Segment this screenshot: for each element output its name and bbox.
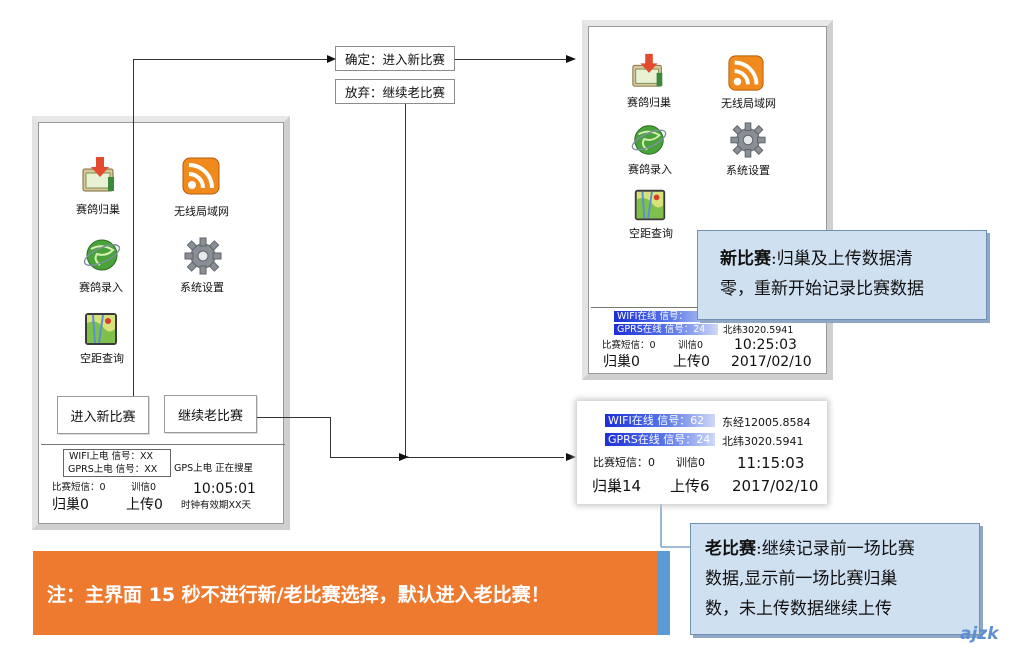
menu-label-settings-right: 系统设置 — [726, 164, 770, 177]
menu-label-wlan-right: 无线局域网 — [721, 97, 776, 110]
old-nest-count: 归巢14 — [592, 477, 642, 495]
menu-label-settings: 系统设置 — [180, 281, 224, 294]
menu-label-wlan: 无线局域网 — [174, 205, 229, 218]
new-race-callout-line2: 零，重新开始记录比赛数据 — [720, 279, 924, 299]
continue-race-button[interactable]: 继续老比赛 — [164, 395, 257, 433]
right-sms-count: 比赛短信：0 — [602, 340, 656, 351]
old-train-count: 训信0 — [676, 456, 705, 469]
right-gprs-status: GPRS在线 信号：24 — [614, 324, 718, 335]
rss-icon[interactable] — [181, 156, 221, 196]
left-signal-box — [63, 449, 171, 477]
left-upload-count: 上传0 — [126, 497, 163, 513]
old-gprs-status: GPRS在线 信号：24 — [605, 433, 715, 446]
old-upload-count: 上传6 — [670, 477, 710, 495]
abandon-continue-race-option[interactable]: 放弃：继续老比赛 — [335, 79, 455, 104]
old-race-callout-title: 老比赛 — [705, 539, 756, 559]
menu-label-return-right: 赛鸽归巢 — [627, 96, 671, 109]
default-selection-note: 注：主界面 15 秒不进行新/老比赛选择，默认进入老比赛！ — [33, 551, 657, 635]
right-nest-count: 归巢0 — [603, 354, 640, 370]
left-train-count: 训信0 — [131, 482, 157, 493]
old-race-callout-line2: 数据,显示前一场比赛归巢 — [705, 569, 898, 589]
old-longitude: 东经12005.8584 — [722, 416, 811, 429]
menu-label-distance-right: 空距查询 — [629, 227, 673, 240]
gear-icon[interactable] — [729, 121, 767, 159]
new-race-button[interactable]: 进入新比赛 — [57, 396, 149, 434]
map-icon[interactable] — [631, 186, 669, 224]
old-date: 2017/02/10 — [732, 477, 819, 495]
new-race-callout: 新比赛:归巢及上传数据清 零，重新开始记录比赛数据 — [697, 230, 987, 320]
download-icon[interactable] — [630, 52, 668, 90]
connector-new-up — [133, 59, 134, 396]
old-time: 11:15:03 — [737, 454, 805, 472]
left-nest-count: 归巢0 — [52, 497, 89, 513]
menu-label-entry-right: 赛鸽录入 — [628, 163, 672, 176]
default-selection-note-text: 注：主界面 15 秒不进行新/老比赛选择，默认进入老比赛！ — [47, 583, 550, 606]
menu-label-entry: 赛鸽录入 — [79, 281, 123, 294]
left-gps-status: GPS上电 正在搜星 — [174, 463, 254, 474]
left-device-screen — [38, 122, 284, 524]
map-icon[interactable] — [81, 309, 121, 349]
right-time: 10:25:03 — [734, 337, 797, 353]
old-race-callout-line3: 数，未上传数据继续上传 — [705, 599, 892, 619]
left-wifi-status: WIFI上电 信号：XX — [69, 451, 153, 462]
left-sms-count: 比赛短信：0 — [52, 482, 106, 493]
gear-icon[interactable] — [183, 236, 223, 276]
left-clock-validity: 时钟有效期XX天 — [181, 500, 252, 511]
right-train-count: 训信0 — [678, 340, 704, 351]
watermark: ajzk — [960, 624, 999, 644]
globe-icon[interactable] — [630, 121, 668, 159]
right-latitude: 北纬3020.5941 — [723, 325, 794, 336]
old-wifi-status: WIFI在线 信号：62 — [605, 414, 715, 427]
confirm-new-race-option[interactable]: 确定：进入新比赛 — [335, 46, 455, 71]
right-date: 2017/02/10 — [731, 354, 812, 370]
new-race-callout-line1: :归巢及上传数据清 — [771, 249, 913, 269]
download-icon[interactable] — [80, 155, 120, 195]
left-time: 10:05:01 — [193, 481, 256, 497]
connector-confirm-right — [455, 59, 567, 60]
menu-label-distance: 空距查询 — [80, 352, 124, 365]
connector-continue-right — [257, 417, 330, 418]
left-gprs-status: GPRS上电 信号：XX — [68, 464, 158, 475]
connector-new-right — [133, 59, 329, 60]
left-status-divider — [41, 444, 285, 445]
old-race-callout-line1: :继续记录前一场比赛 — [756, 539, 915, 559]
menu-label-return: 赛鸽归巢 — [76, 203, 120, 216]
connector-continue-down — [330, 417, 331, 457]
left-device — [32, 116, 290, 530]
connector-old-right — [330, 457, 564, 458]
old-latitude: 北纬3020.5941 — [722, 435, 804, 448]
note-accent-bar — [657, 551, 670, 635]
rss-icon[interactable] — [727, 54, 765, 92]
new-race-callout-title: 新比赛 — [720, 249, 771, 269]
old-sms-count: 比赛短信：0 — [593, 456, 655, 469]
right-device-screen — [588, 26, 827, 374]
connector-abandon-down — [405, 104, 406, 457]
right-wifi-status: WIFI在线 信号： — [614, 311, 718, 322]
old-race-callout: 老比赛:继续记录前一场比赛 数据,显示前一场比赛归巢 数，未上传数据继续上传 — [690, 523, 980, 635]
right-upload-count: 上传0 — [673, 354, 710, 370]
globe-icon[interactable] — [82, 235, 122, 275]
